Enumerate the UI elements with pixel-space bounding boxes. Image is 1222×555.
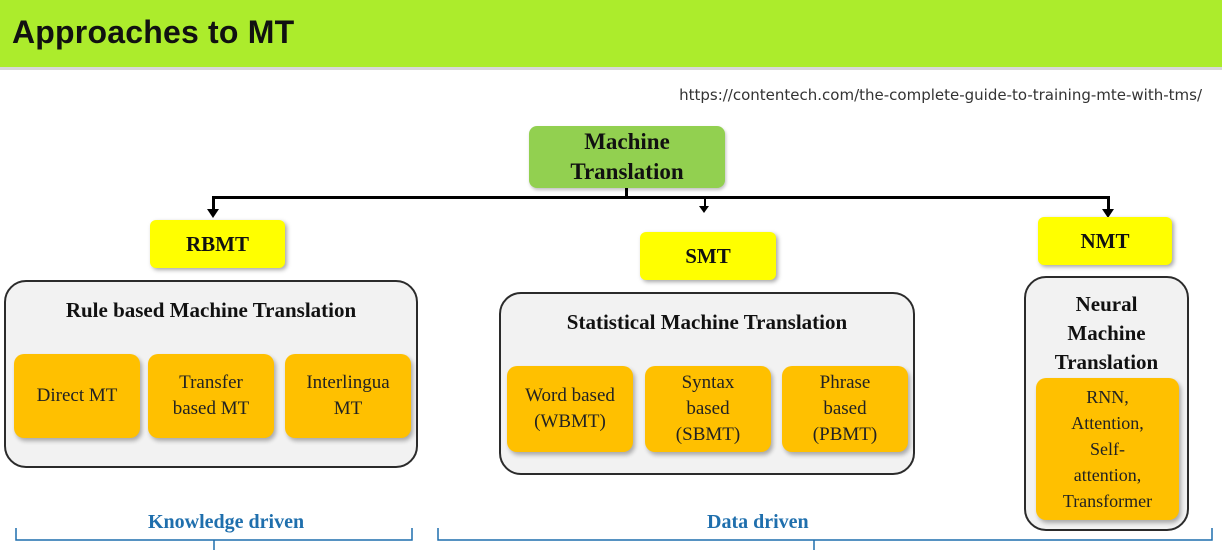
nmt-title-line-3: Translation — [1054, 350, 1159, 374]
nmt-model-line-3: Self- — [1090, 439, 1125, 459]
nmt-model-line-5: Transformer — [1062, 491, 1153, 511]
phrase-based-item: Phrase based (PBMT) — [782, 366, 908, 452]
syntax-based-line-3: (SBMT) — [675, 424, 741, 445]
interlingua-mt-line-2: MT — [333, 398, 363, 419]
nmt-title-line-2: Machine — [1067, 321, 1146, 345]
knowledge-driven-label: Knowledge driven — [148, 511, 305, 533]
nmt-title: Neural Machine Translation — [1026, 290, 1187, 377]
phrase-based-line-1: Phrase — [819, 372, 871, 393]
rbmt-badge-label: RBMT — [186, 231, 249, 256]
rbmt-group: Rule based Machine Translation Direct MT… — [4, 280, 418, 468]
nmt-badge-label: NMT — [1080, 228, 1130, 253]
rbmt-arrowhead — [207, 209, 219, 218]
smt-badge: SMT — [640, 232, 776, 280]
smt-badge-label: SMT — [685, 243, 731, 268]
smt-group: Statistical Machine Translation Word bas… — [499, 292, 915, 475]
nmt-badge: NMT — [1038, 217, 1172, 265]
phrase-based-line-3: (PBMT) — [812, 424, 878, 445]
root-line-2: Translation — [570, 159, 684, 184]
word-based-line-1: Word based — [525, 385, 615, 406]
nmt-model-line-4: attention, — [1073, 465, 1142, 485]
data-driven-label: Data driven — [707, 511, 809, 533]
smt-title: Statistical Machine Translation — [566, 310, 848, 334]
root-connector — [625, 188, 628, 198]
smt-arrowhead — [699, 206, 709, 213]
nmt-models-item: RNN, Attention, Self- attention, Transfo… — [1036, 378, 1179, 520]
data-brace — [437, 528, 1213, 550]
rbmt-title: Rule based Machine Translation — [65, 298, 357, 322]
word-based-line-2: (WBMT) — [534, 411, 606, 432]
knowledge-brace — [15, 528, 413, 550]
transfer-mt-line-1: Transfer — [179, 372, 243, 393]
machine-translation-node: Machine Translation — [529, 126, 725, 188]
smt-connector — [704, 199, 706, 207]
word-based-item: Word based (WBMT) — [507, 366, 633, 452]
direct-mt-label: Direct MT — [36, 385, 118, 406]
nmt-model-line-2: Attention, — [1071, 413, 1144, 433]
root-line-1: Machine — [584, 129, 670, 154]
syntax-based-item: Syntax based (SBMT) — [645, 366, 771, 452]
syntax-based-line-1: Syntax — [681, 372, 735, 393]
transfer-mt-item: Transfer based MT — [148, 354, 274, 438]
nmt-arrowhead — [1102, 209, 1114, 218]
phrase-based-line-2: based — [823, 398, 867, 419]
nmt-connector — [1107, 196, 1110, 210]
rbmt-connector — [212, 196, 215, 210]
horizontal-connector — [212, 196, 1110, 199]
transfer-mt-line-2: based MT — [172, 398, 250, 419]
direct-mt-item: Direct MT — [14, 354, 140, 438]
interlingua-mt-line-1: Interlingua — [306, 372, 390, 393]
nmt-model-line-1: RNN, — [1086, 387, 1129, 407]
title-bar: Approaches to MT — [0, 0, 1222, 70]
syntax-based-line-2: based — [686, 398, 730, 419]
rbmt-badge: RBMT — [150, 220, 285, 268]
source-url: https://contentech.com/the-complete-guid… — [679, 86, 1202, 104]
page-title: Approaches to MT — [12, 14, 295, 50]
nmt-group: Neural Machine Translation RNN, Attentio… — [1024, 276, 1189, 531]
nmt-title-line-1: Neural — [1075, 292, 1138, 316]
interlingua-mt-item: Interlingua MT — [285, 354, 411, 438]
